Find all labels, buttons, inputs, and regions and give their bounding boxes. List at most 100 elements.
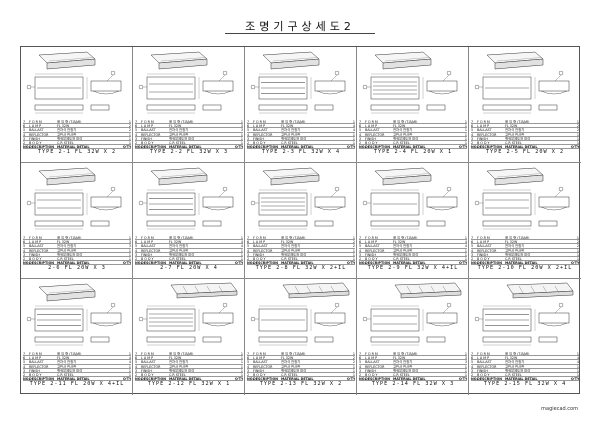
spec-qty: 1 — [128, 252, 131, 257]
spec-qty: 1 — [240, 136, 243, 141]
spec-desc: 백색분체도장 마감 — [57, 368, 83, 373]
spec-qty: 1 — [464, 256, 467, 261]
spec-no: 4 — [135, 364, 138, 369]
spec-item: BALLAST — [253, 244, 268, 249]
spec-item: F O R M — [29, 352, 42, 356]
spec-item: REFLECTOR — [365, 132, 385, 137]
spec-item: BALLAST — [29, 128, 44, 133]
fixture-type-label: TYPE 2-5 FL 20W X 2 — [485, 149, 565, 155]
spec-item: FINISH — [253, 252, 264, 257]
spec-no: NO. — [359, 261, 366, 266]
spec-item: BALLAST — [477, 244, 492, 249]
spec-item: REFLECTOR — [365, 248, 385, 253]
spec-no: 6 — [359, 124, 362, 129]
spec-desc: 백색분체도장 마감 — [505, 368, 531, 373]
spec-item: DESCRIPTION — [141, 261, 167, 266]
spec-qty: 4 — [576, 356, 579, 361]
spec-desc: 매 입 형 (T-BAR) — [57, 120, 82, 124]
spec-desc: MATERIAL DETAIL — [393, 145, 426, 150]
spec-desc: 전자식 안정기 — [393, 244, 413, 249]
spec-item: F O R M — [365, 120, 378, 124]
fixture-type-label: TYPE 2-10 FL 20W X 2+IL — [477, 265, 573, 271]
fixture-type-label: TYPE 2-4 FL 20W X 1 — [373, 149, 453, 155]
spec-desc: 전자식 안정기 — [281, 128, 301, 133]
spec-no: 3 — [135, 136, 138, 141]
spec-item: BALLAST — [29, 244, 44, 249]
spec-item: B O D Y — [253, 140, 266, 145]
spec-qty: Q'TY — [571, 145, 579, 150]
spec-desc: 매 입 형 (T-BAR) — [281, 236, 306, 240]
spec-no: 7 — [471, 352, 474, 356]
spec-no: NO. — [23, 261, 30, 266]
spec-desc: C.R STEEL — [505, 256, 522, 261]
spec-desc: 고반사 반사판 — [281, 248, 301, 253]
spec-qty: 4 — [576, 360, 579, 365]
spec-qty: Q'TY — [123, 261, 131, 266]
spec-qty: Q'TY — [235, 261, 243, 266]
spec-item: F O R M — [253, 120, 266, 124]
spec-qty: 4 — [464, 240, 467, 245]
spec-no: 4 — [359, 132, 362, 137]
spec-no: 2 — [247, 140, 250, 145]
spec-qty: 1 — [352, 352, 355, 356]
spec-item: REFLECTOR — [253, 364, 273, 369]
spec-item: DESCRIPTION — [253, 145, 279, 150]
spec-item: B O D Y — [253, 372, 266, 377]
spec-desc: 백색분체도장 마감 — [393, 368, 419, 373]
fixture-drawing — [362, 167, 458, 230]
spec-no: 2 — [247, 372, 250, 377]
spec-item: B O D Y — [29, 372, 42, 377]
spec-item: F O R M — [141, 352, 154, 356]
spec-qty: 1 — [352, 136, 355, 141]
spec-qty: 2 — [576, 240, 579, 245]
spec-desc: MATERIAL DETAIL — [169, 145, 202, 150]
spec-item: BALLAST — [141, 244, 156, 249]
spec-no: 7 — [135, 236, 138, 240]
spec-no: 4 — [471, 132, 474, 137]
spec-desc: 매 입 형 (T-BAR) — [57, 236, 82, 240]
spec-item: BALLAST — [141, 360, 156, 365]
spec-qty: 1 — [464, 236, 467, 240]
spec-item: REFLECTOR — [253, 132, 273, 137]
spec-no: 7 — [247, 236, 250, 240]
fixture-drawing — [362, 51, 458, 114]
spec-no: NO. — [23, 377, 30, 382]
spec-no: 2 — [359, 140, 362, 145]
spec-desc: 전자식 안정기 — [57, 128, 77, 133]
spec-no: 6 — [247, 240, 250, 245]
page-title: 조명기구상세도2 — [245, 20, 355, 33]
spec-item: FINISH — [141, 252, 152, 257]
spec-no: 6 — [23, 240, 26, 245]
spec-item: REFLECTOR — [29, 364, 49, 369]
spec-item: REFLECTOR — [29, 132, 49, 137]
spec-no: 6 — [23, 356, 26, 361]
fixture-type-label: TYPE 2-8 FL 32W X 2+IL — [255, 265, 347, 271]
spec-no: 5 — [135, 360, 138, 365]
spec-no: 7 — [135, 120, 138, 124]
spec-qty: Q'TY — [459, 377, 467, 382]
spec-qty: 1 — [128, 364, 131, 369]
spec-item: FINISH — [365, 252, 376, 257]
spec-no: 6 — [247, 124, 250, 129]
spec-qty: 2 — [128, 124, 131, 129]
